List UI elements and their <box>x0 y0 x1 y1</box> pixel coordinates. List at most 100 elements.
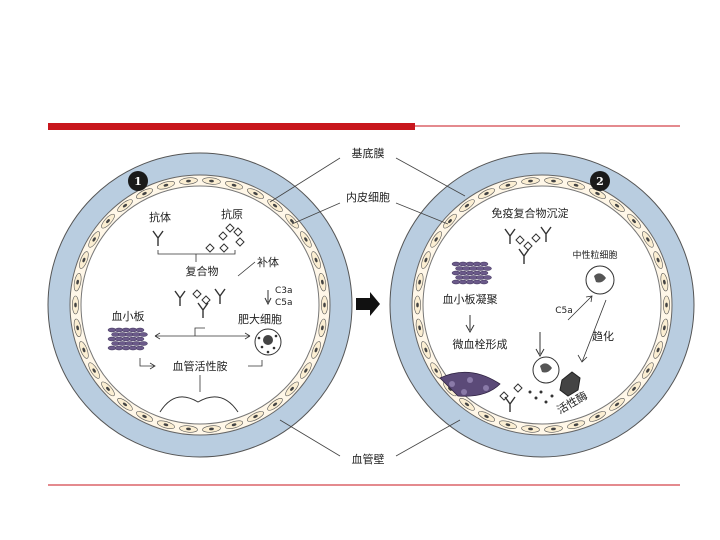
cell-nucleus <box>186 427 191 431</box>
platelet <box>483 275 492 280</box>
label-endothelial-cell: 内皮细胞 <box>346 190 390 204</box>
label-platelet: 血小板 <box>112 309 145 323</box>
cell-nucleus <box>106 219 110 224</box>
cell-nucleus <box>314 257 318 263</box>
arrow-line <box>535 332 545 358</box>
panel-1-badge: 1 <box>128 171 148 191</box>
platelet <box>479 270 489 276</box>
cell-nucleus <box>209 427 214 431</box>
cell-nucleus <box>632 219 636 224</box>
transition-arrow <box>356 292 380 316</box>
neutrophil-icon <box>532 356 560 384</box>
label-vasoactive-amine: 血管活性胺 <box>173 359 228 373</box>
label-platelet-aggregation: 血小板凝聚 <box>443 292 498 306</box>
cell-nucleus <box>304 237 308 242</box>
leader-line <box>395 419 461 457</box>
widening-arrow <box>159 396 239 413</box>
cell-nucleus <box>505 183 511 187</box>
cell-nucleus <box>434 237 438 242</box>
arrow-line <box>264 290 272 306</box>
leader-line <box>395 202 449 225</box>
cell-nucleus <box>82 347 86 353</box>
enzyme-particles-icon <box>528 390 554 404</box>
bracket-line <box>157 250 236 262</box>
platelet-cluster-icon <box>107 327 148 351</box>
cell-nucleus <box>272 402 278 407</box>
panel-2-badge: 2 <box>590 171 610 191</box>
cell-nucleus <box>464 203 470 208</box>
platelet <box>139 332 148 337</box>
label-basement-membrane: 基底膜 <box>352 146 385 160</box>
cell-nucleus <box>646 237 650 242</box>
cell-nucleus <box>253 191 258 196</box>
label-c3a: C3a <box>275 286 293 296</box>
cell-nucleus <box>142 414 147 419</box>
cell-nucleus <box>551 179 556 183</box>
cell-nucleus <box>290 386 294 391</box>
cell-nucleus <box>231 423 237 427</box>
arrow-line <box>567 295 593 321</box>
label-immune-complex-deposit: 免疫复合物沉淀 <box>492 206 569 220</box>
cell-nucleus <box>304 368 308 373</box>
cell-nucleus <box>231 183 237 187</box>
cell-nucleus <box>321 279 324 285</box>
cell-nucleus <box>76 279 79 285</box>
cell-nucleus <box>434 368 438 373</box>
cell-nucleus <box>551 427 556 431</box>
cell-nucleus <box>323 302 326 308</box>
cell-nucleus <box>484 414 489 419</box>
cell-nucleus <box>163 183 169 187</box>
label-antibody: 抗体 <box>149 210 171 224</box>
cell-nucleus <box>573 183 579 187</box>
cell-nucleus <box>663 325 666 331</box>
right-vessel <box>389 152 695 458</box>
label-c5a-right: C5a <box>555 306 573 316</box>
microthrombus-icon <box>439 371 501 397</box>
cell-nucleus <box>321 325 324 331</box>
arrow-line <box>248 360 263 367</box>
platelet <box>479 261 489 267</box>
arrow-line <box>139 358 156 370</box>
connector-line <box>194 327 205 336</box>
label-mast-cell: 肥大细胞 <box>238 312 282 326</box>
mast-cell-icon <box>254 328 282 356</box>
cell-nucleus <box>253 414 258 419</box>
label-complement: 补体 <box>257 255 279 269</box>
cell-nucleus <box>209 179 214 183</box>
cell-nucleus <box>272 203 278 208</box>
platelet <box>135 345 145 351</box>
cell-nucleus <box>614 402 620 407</box>
platelet <box>479 279 489 285</box>
cell-nucleus <box>595 414 600 419</box>
cell-nucleus <box>424 257 428 263</box>
cell-nucleus <box>314 347 318 353</box>
cell-nucleus <box>573 423 579 427</box>
cell-nucleus <box>106 386 110 391</box>
cell-nucleus <box>416 302 419 308</box>
platelet <box>135 336 145 342</box>
label-chemotaxis: 趋化 <box>592 329 614 343</box>
cell-nucleus <box>122 203 128 208</box>
title-accent-bar <box>48 123 415 130</box>
label-neutrophil: 中性粒细胞 <box>572 249 617 261</box>
cell-nucleus <box>186 179 191 183</box>
platelet <box>483 266 492 271</box>
platelet <box>135 327 145 333</box>
cell-nucleus <box>484 191 489 196</box>
cell-nucleus <box>448 219 452 224</box>
cell-nucleus <box>82 257 86 263</box>
cell-nucleus <box>92 237 96 242</box>
double-arrow <box>154 332 251 340</box>
label-microthrombus: 微血栓形成 <box>453 337 508 351</box>
activated-neutrophil-icon <box>559 371 581 397</box>
cell-nucleus <box>656 347 660 353</box>
endothelial-cell-ring <box>71 177 329 433</box>
arrow-line <box>465 315 475 334</box>
endothelial-cell-ring <box>413 177 671 433</box>
cell-nucleus <box>424 347 428 353</box>
platelet <box>139 341 148 346</box>
label-vessel-wall: 血管壁 <box>352 452 385 466</box>
cell-nucleus <box>614 203 620 208</box>
neutrophil-icon <box>585 265 615 295</box>
